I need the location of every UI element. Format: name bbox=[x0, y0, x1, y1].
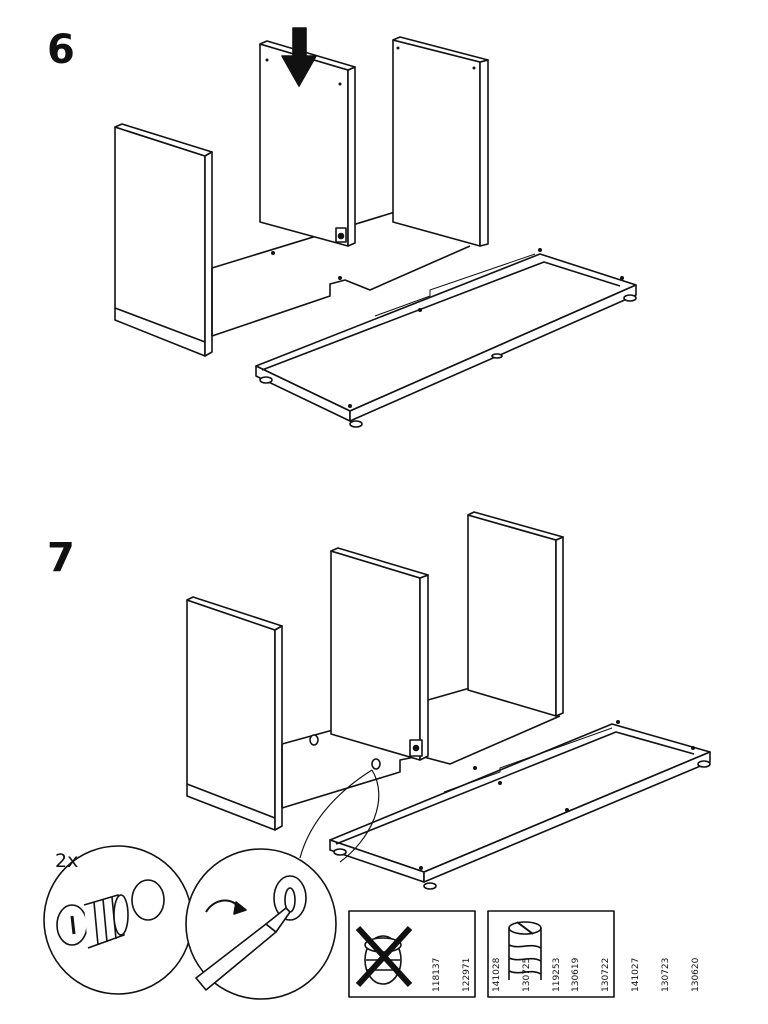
middle-panel bbox=[330, 547, 429, 761]
part-code: 130725 bbox=[522, 957, 532, 992]
part-code: 130619 bbox=[571, 957, 581, 992]
part-codes-right: 130619 130722 141027 130723 130620 bbox=[551, 958, 711, 992]
callout-leader bbox=[299, 769, 380, 863]
right-side-panel bbox=[467, 511, 564, 717]
detail-circle-cam-insert bbox=[43, 845, 193, 995]
right-side-panel bbox=[392, 36, 489, 247]
step-number: 7 bbox=[47, 535, 75, 581]
bottom-back-edge bbox=[281, 687, 561, 809]
part-box-wrong bbox=[348, 910, 476, 998]
part-code: 141027 bbox=[631, 957, 641, 992]
top-panel bbox=[255, 253, 637, 428]
part-code: 141028 bbox=[492, 957, 502, 992]
part-code: 130620 bbox=[691, 957, 701, 992]
cam-lock-housing bbox=[309, 734, 381, 770]
down-arrow-icon bbox=[281, 27, 317, 87]
step-number: 6 bbox=[47, 27, 75, 73]
part-codes-wrong: 118137 122971 141028 130725 119253 bbox=[412, 958, 572, 992]
detail-circle-screwdriver bbox=[185, 848, 337, 1000]
part-code: 130723 bbox=[661, 957, 671, 992]
part-box-right bbox=[487, 910, 615, 998]
part-code: 122971 bbox=[462, 957, 472, 992]
part-code: 130722 bbox=[601, 957, 611, 992]
left-side-panel bbox=[114, 123, 213, 357]
quantity-label: 2x bbox=[55, 850, 79, 872]
left-side-panel bbox=[186, 596, 283, 831]
part-code: 118137 bbox=[432, 957, 442, 992]
